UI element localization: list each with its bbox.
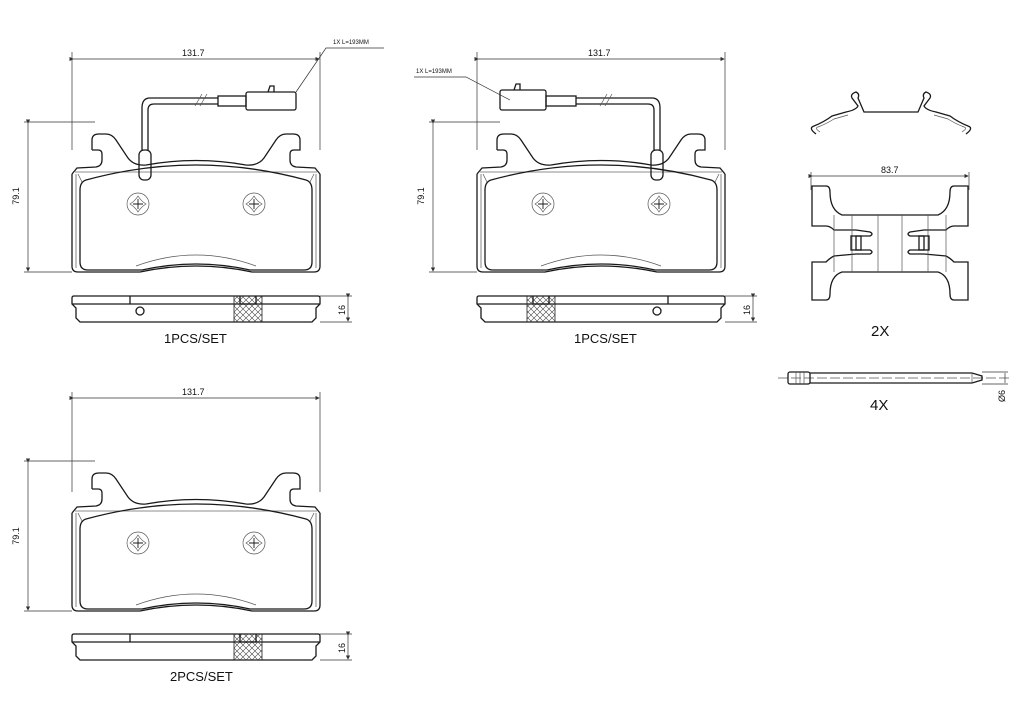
- pad-rear-thickness-dimension: 16: [337, 642, 348, 654]
- spring-clip-front-view: [808, 172, 970, 301]
- pad-front-right-sensor-note: 1X L=193MM: [416, 69, 452, 75]
- pad-front-left-thickness-dimension: 16: [337, 304, 348, 316]
- brake-pad-front-right: [414, 52, 757, 323]
- spring-clip-quantity: 2X: [871, 323, 890, 340]
- spring-clip-top-view: [810, 91, 972, 135]
- pad-front-right-height-dimension: 79.1: [415, 187, 426, 205]
- brake-pad-front-left: [24, 47, 384, 323]
- pad-front-right-quantity: 1PCS/SET: [574, 331, 637, 346]
- pad-rear-quantity: 2PCS/SET: [170, 669, 233, 684]
- pad-front-left-height-dimension: 79.1: [10, 187, 21, 205]
- pad-rear-height-dimension: 79.1: [10, 527, 21, 545]
- pad-front-left-sensor-note: 1X L=193MM: [333, 40, 369, 46]
- pad-front-right-width-dimension: 131.7: [588, 48, 611, 58]
- brake-pad-rear: [24, 392, 352, 661]
- pad-front-left-quantity: 1PCS/SET: [164, 331, 227, 346]
- spring-clip-width-dimension: 83.7: [881, 165, 899, 175]
- pad-front-right-thickness-dimension: 16: [742, 304, 753, 316]
- pad-front-left-width-dimension: 131.7: [182, 48, 205, 58]
- pin-diameter-dimension: Ø6: [997, 389, 1008, 403]
- pin-quantity: 4X: [870, 397, 889, 414]
- pad-rear-width-dimension: 131.7: [182, 387, 205, 397]
- guide-pin: [778, 371, 1010, 385]
